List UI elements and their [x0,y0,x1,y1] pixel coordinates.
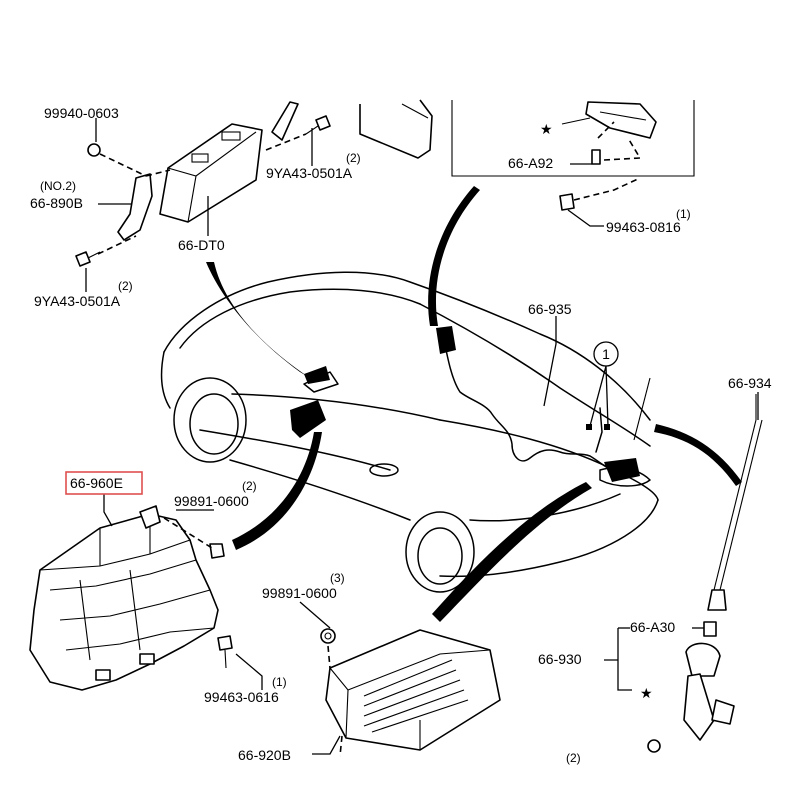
star-marker-inset: ★ [540,121,553,137]
bracket-66-960e[interactable] [29,505,219,691]
link-swoosh-top [428,186,480,326]
bolt-9ya43-left-icon[interactable] [75,251,101,267]
inset-box [451,100,695,177]
bracket-66-890b[interactable] [117,173,153,241]
vehicle-outline [160,271,659,593]
label-99891-mid-qty: (3) [330,571,345,585]
link-swoosh-934 [654,424,742,486]
module-66-920b[interactable] [325,629,501,751]
nut-bottom-right-icon[interactable] [647,739,661,753]
star-marker-930: ★ [640,685,653,701]
highlight-box-66-960e [65,471,143,495]
label-99940-0603[interactable]: 99940-0603 [44,105,119,121]
label-66-dt0[interactable]: 66-DT0 [178,237,225,253]
label-66-920b[interactable]: 66-920B [238,747,291,763]
label-66-935[interactable]: 66-935 [528,301,572,317]
module-66-dt0[interactable] [159,123,263,223]
label-66-960e[interactable]: 66-960E [70,475,123,491]
link-swoosh-920b [432,482,592,622]
label-no2: (NO.2) [40,179,76,193]
antenna-base-66-930[interactable] [683,621,735,741]
label-99891-top-qty: (2) [242,479,257,493]
label-bottom-qty: (2) [566,751,581,765]
bolt-9ya43-top-icon[interactable] [305,115,331,135]
bolt-99940-0603-icon[interactable] [87,143,101,157]
label-66-890b[interactable]: 66-890B [30,195,83,211]
label-99891-mid[interactable]: 99891-0600 [262,585,337,601]
nut-99891-mid-icon[interactable] [320,628,336,644]
module-66-dt0-group [75,101,331,267]
label-9ya43-top-qty: (2) [346,151,361,165]
label-9ya43-left[interactable]: 9YA43-0501A [34,293,121,309]
callout-1-marker: 1 [586,341,619,430]
label-99463-0816-qty: (1) [676,207,691,221]
bolt-99463-0616-icon[interactable] [217,635,233,669]
label-66-934[interactable]: 66-934 [728,375,772,391]
bolt-66-a92-icon[interactable] [591,149,601,165]
link-swoosh-dt0 [206,262,310,378]
label-99463-0616[interactable]: 99463-0616 [204,689,279,705]
label-9ya43-left-qty: (2) [118,279,133,293]
label-66-a30[interactable]: 66-A30 [630,619,675,635]
antenna-66-934[interactable] [707,394,763,611]
nut-99891-top-icon[interactable] [209,543,225,559]
link-swoosh-960e [232,432,322,550]
harness-66-935[interactable] [443,339,613,471]
label-66-930[interactable]: 66-930 [538,651,582,667]
svg-text:1: 1 [602,346,610,362]
label-99891-top[interactable]: 99891-0600 [174,493,249,509]
label-66-a92[interactable]: 66-A92 [508,155,553,171]
bolt-99463-0816-icon[interactable] [559,193,575,211]
label-99463-0616-qty: (1) [272,675,287,689]
label-9ya43-top[interactable]: 9YA43-0501A [266,165,353,181]
label-99463-0816[interactable]: 99463-0816 [606,219,681,235]
panel-fragment [359,99,433,159]
